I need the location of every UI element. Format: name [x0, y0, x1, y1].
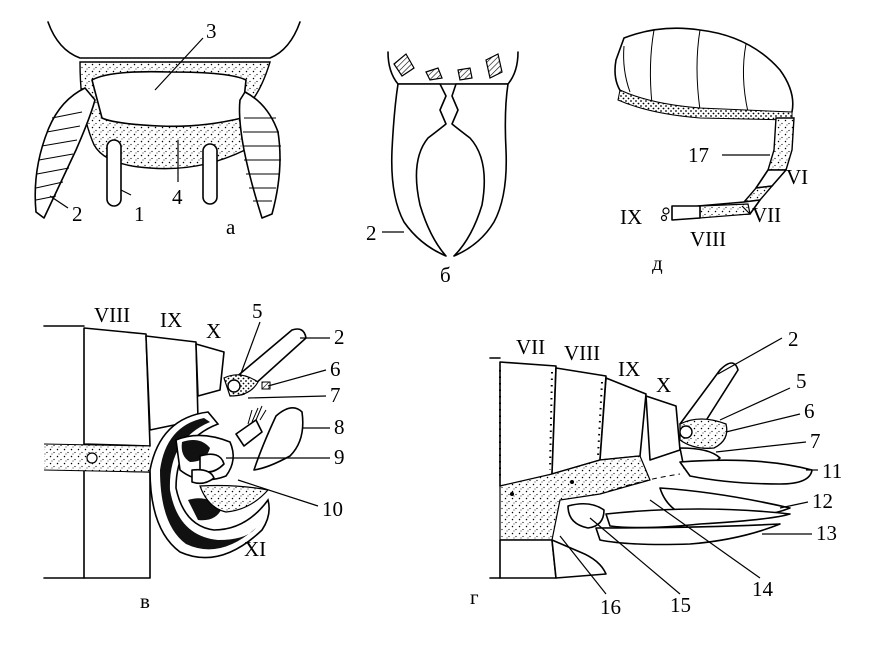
label-17: 17 — [688, 143, 709, 167]
panel-d: 17 VI VII VIII IX д — [614, 27, 808, 275]
segment-VIII-upper — [83, 327, 151, 447]
segment-X — [645, 395, 681, 461]
label-IX: IX — [620, 205, 642, 229]
label-2: 2 — [72, 202, 83, 226]
label-2: 2 — [334, 325, 345, 349]
tergite-edge — [47, 21, 301, 59]
segment-IX — [599, 377, 647, 461]
panel-letter-d: д — [652, 251, 663, 275]
label-10: 10 — [322, 497, 343, 521]
label-5: 5 — [252, 299, 263, 323]
segment-VII — [499, 361, 557, 487]
furca — [390, 83, 447, 257]
left-cercus — [34, 87, 96, 219]
valve-11 — [679, 459, 813, 485]
label-7: 7 — [810, 429, 821, 453]
label-16: 16 — [600, 595, 621, 619]
panel-g: VII VIII IX X 2 5 6 7 11 12 13 14 15 16 … — [470, 327, 842, 619]
label-X: X — [656, 373, 671, 397]
valve-13 — [595, 523, 781, 546]
label-14: 14 — [752, 577, 774, 601]
label-VII: VII — [516, 335, 545, 359]
sclerites — [393, 53, 503, 81]
panel-letter-a: а — [226, 215, 236, 239]
label-IX: IX — [160, 308, 182, 332]
label-7: 7 — [330, 383, 341, 407]
label-3: 3 — [206, 19, 217, 43]
panel-a: 3 1 4 2 а — [34, 19, 301, 239]
panel-letter-g: г — [470, 585, 479, 609]
label-9: 9 — [334, 445, 345, 469]
label-8: 8 — [334, 415, 345, 439]
segment-VIII-lower — [83, 469, 151, 579]
label-5: 5 — [796, 369, 807, 393]
lobe-8 — [253, 407, 304, 471]
panel-letter-b: б — [440, 263, 451, 287]
label-1: 1 — [134, 202, 145, 226]
label-IX: IX — [618, 357, 640, 381]
panel-letter-v: в — [140, 589, 150, 613]
label-4: 4 — [172, 185, 183, 209]
stylus-left — [106, 139, 122, 207]
segment-X — [195, 343, 225, 397]
label-2: 2 — [366, 221, 377, 245]
label-15: 15 — [670, 593, 691, 617]
label-2: 2 — [788, 327, 799, 351]
label-13: 13 — [816, 521, 837, 545]
panel-v: VIII IX X 5 2 6 7 8 9 10 XI в — [43, 299, 345, 613]
label-VIII: VIII — [690, 227, 726, 251]
label-XI: XI — [244, 537, 266, 561]
label-12: 12 — [812, 489, 833, 513]
label-VI: VI — [786, 165, 808, 189]
label-11: 11 — [822, 459, 842, 483]
label-VIII: VIII — [564, 341, 600, 365]
panel-b: 2 б — [366, 51, 519, 287]
label-X: X — [206, 319, 221, 343]
label-VIII: VIII — [94, 303, 130, 327]
plate-3 — [91, 70, 247, 128]
stylus-right — [202, 143, 218, 205]
right-cercus — [238, 91, 281, 219]
part-15 — [567, 502, 605, 529]
label-6: 6 — [330, 357, 341, 381]
label-6: 6 — [804, 399, 815, 423]
ventral-tube — [767, 117, 795, 171]
segment-VIII — [551, 367, 607, 475]
label-VII: VII — [752, 203, 781, 227]
